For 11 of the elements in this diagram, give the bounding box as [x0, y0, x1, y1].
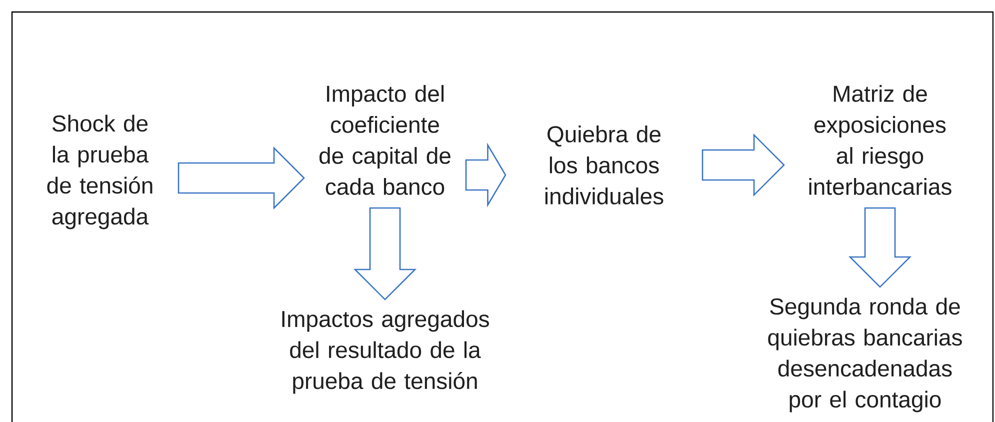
block-arrow: [702, 133, 785, 197]
step-label: Segunda ronda de quiebras bancarias desencadenadas por el contagio: [768, 298, 962, 412]
step-label: Quiebra de los bancos individuales: [545, 126, 664, 204]
block-arrow: [465, 142, 506, 208]
block-arrow: [178, 146, 305, 210]
step-label: Impactos agregados del resultado de la prueba de tensión: [282, 310, 489, 394]
step-label: Matriz de exposiciones al riesgo interbancarias: [809, 85, 952, 195]
step-label: Shock de la prueba de tensión agregada: [47, 114, 152, 230]
block-arrow: [353, 207, 417, 300]
block-arrow: [848, 207, 912, 288]
step-label: Impacto del coeficiente de capital de cada banco: [320, 85, 450, 195]
